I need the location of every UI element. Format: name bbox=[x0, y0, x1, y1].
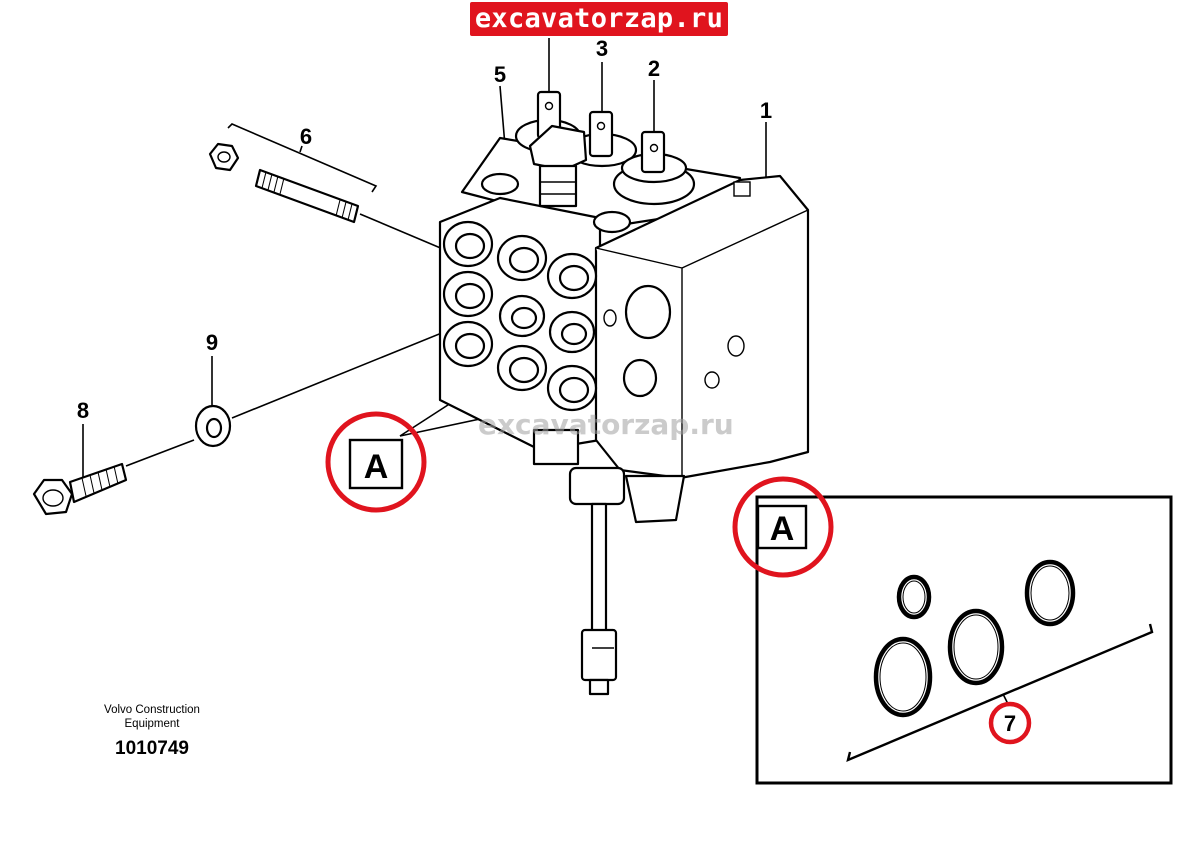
detail-letter: A bbox=[364, 448, 389, 486]
callout-8: 8 bbox=[77, 398, 89, 423]
watermark-center: excavatorzap.ru bbox=[478, 408, 734, 441]
detail-view-letter: A bbox=[770, 510, 795, 548]
watermark-banner: excavatorzap.ru bbox=[470, 2, 728, 36]
callout-6: 6 bbox=[300, 124, 312, 149]
highlight-ring bbox=[325, 411, 427, 513]
callout-7-ring bbox=[988, 701, 1032, 745]
control-valve-block bbox=[438, 90, 810, 696]
callout-9: 9 bbox=[206, 330, 218, 355]
credit-line-2: Equipment bbox=[124, 718, 180, 730]
o-ring-set-7 bbox=[873, 559, 1076, 718]
callout-numbers: 1 2 3 5 6 9 8 bbox=[77, 36, 772, 423]
washer-9 bbox=[194, 404, 232, 448]
detail-view-a: A 7 bbox=[732, 476, 1173, 785]
callout-2: 2 bbox=[648, 56, 660, 81]
callout-1: 1 bbox=[760, 98, 772, 123]
watermark-banner-text: excavatorzap.ru bbox=[474, 3, 724, 34]
stud-bolt-6 bbox=[208, 123, 378, 224]
hex-bolt-8 bbox=[32, 462, 128, 516]
highlight-ring bbox=[732, 476, 834, 578]
callout-3: 3 bbox=[596, 36, 608, 61]
callout-7: 7 bbox=[1004, 711, 1016, 736]
detail-marker-a: A bbox=[325, 411, 427, 513]
credit-block: Volvo Construction Equipment bbox=[96, 703, 208, 731]
document-number: 1010749 bbox=[115, 738, 189, 759]
credit-line-1: Volvo Construction bbox=[104, 704, 200, 716]
callout-5: 5 bbox=[494, 62, 506, 87]
